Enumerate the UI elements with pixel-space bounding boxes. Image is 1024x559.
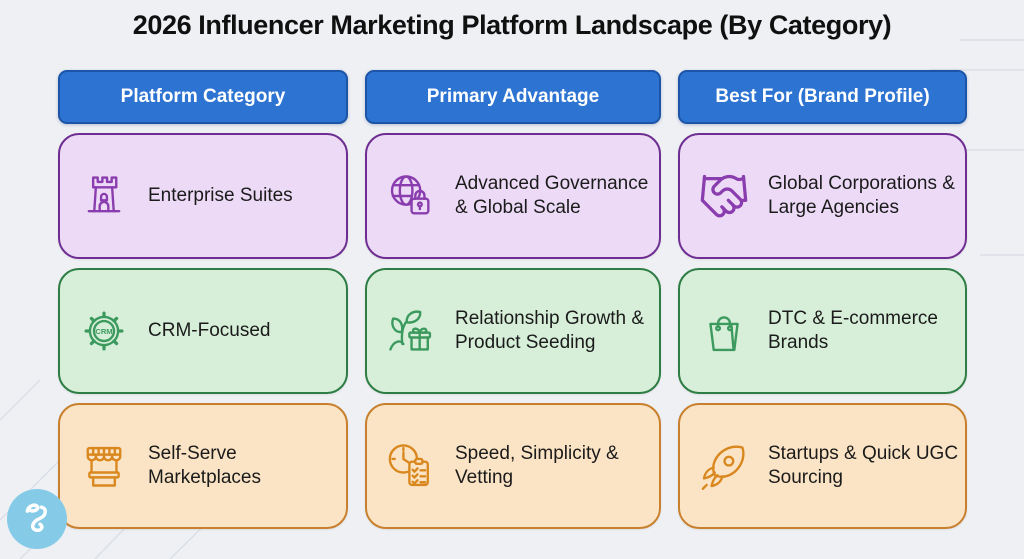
clock-checklist-icon bbox=[385, 440, 437, 492]
column-header-platform-category: Platform Category bbox=[58, 70, 348, 124]
shopping-bag-icon bbox=[698, 305, 750, 357]
column-header-primary-advantage: Primary Advantage bbox=[365, 70, 661, 124]
cell-global-corporations: Global Corporations & Large Agencies bbox=[678, 133, 967, 259]
cell-enterprise-suites: Enterprise Suites bbox=[58, 133, 348, 259]
cell-crm-focused: CRM CRM-Focused bbox=[58, 268, 348, 394]
handshake-icon bbox=[698, 170, 750, 222]
svg-text:CRM: CRM bbox=[95, 327, 112, 336]
castle-tower-icon bbox=[78, 170, 130, 222]
plant-gift-icon bbox=[385, 305, 437, 357]
market-stall-icon bbox=[78, 440, 130, 492]
cell-label: Advanced Governance & Global Scale bbox=[455, 172, 649, 218]
cell-dtc-ecommerce: DTC & E-commerce Brands bbox=[678, 268, 967, 394]
cell-startups-ugc: Startups & Quick UGC Sourcing bbox=[678, 403, 967, 529]
cell-label: CRM-Focused bbox=[148, 319, 271, 341]
cell-label: Relationship Growth & Product Seeding bbox=[455, 307, 645, 353]
cell-speed-simplicity: Speed, Simplicity & Vetting bbox=[365, 403, 661, 529]
cell-label: Self-Serve Marketplaces bbox=[148, 442, 261, 488]
globe-lock-icon bbox=[385, 170, 437, 222]
cell-label: Speed, Simplicity & Vetting bbox=[455, 442, 619, 488]
cell-advanced-governance: Advanced Governance & Global Scale bbox=[365, 133, 661, 259]
comparison-table: Platform Category Primary Advantage Best… bbox=[58, 70, 967, 529]
column-header-best-for: Best For (Brand Profile) bbox=[678, 70, 967, 124]
rocket-icon bbox=[698, 440, 750, 492]
cell-label: Global Corporations & Large Agencies bbox=[768, 172, 955, 218]
crm-gear-icon: CRM bbox=[78, 305, 130, 357]
cell-label: Enterprise Suites bbox=[148, 184, 293, 206]
brand-logo bbox=[7, 489, 67, 549]
cell-relationship-growth: Relationship Growth & Product Seeding bbox=[365, 268, 661, 394]
cell-label: Startups & Quick UGC Sourcing bbox=[768, 442, 959, 488]
page-title: 2026 Influencer Marketing Platform Lands… bbox=[132, 10, 892, 40]
cell-label: DTC & E-commerce Brands bbox=[768, 307, 938, 353]
brand-script-glyph-icon bbox=[25, 503, 48, 533]
cell-self-serve-marketplaces: Self-Serve Marketplaces bbox=[58, 403, 348, 529]
